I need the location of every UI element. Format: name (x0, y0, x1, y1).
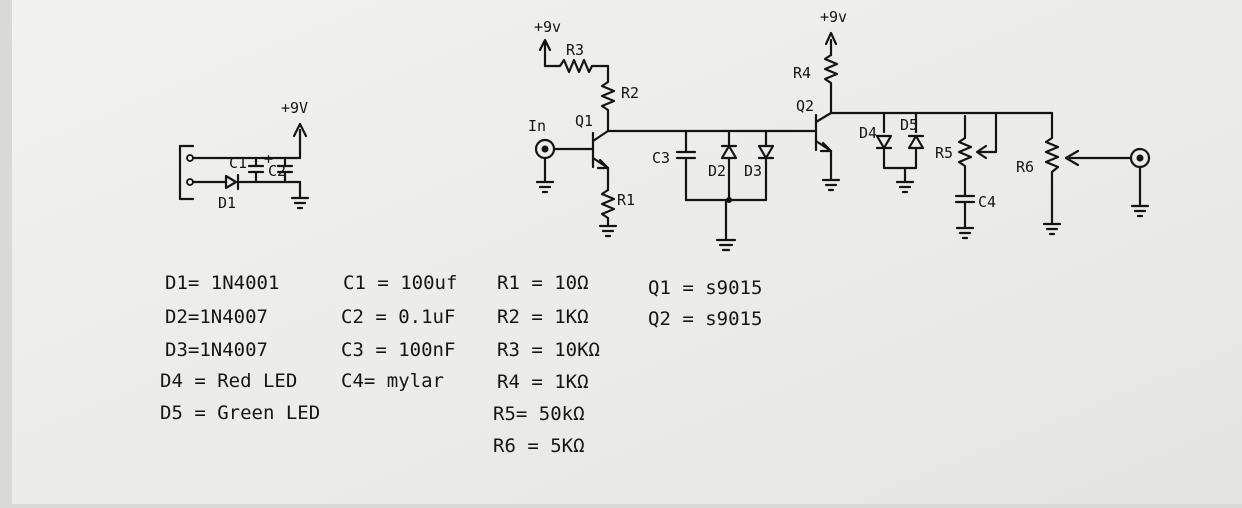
output-stage: Q2 +9v R4 D4 D5 (793, 8, 1151, 240)
bom-col4-row2: Q2 = s9015 (648, 308, 762, 330)
in-label: In (528, 117, 546, 135)
c1-capacitor: + (247, 150, 273, 184)
c3-label: C3 (652, 149, 670, 167)
bom-col3-row6: R6 = 5KΩ (493, 435, 585, 457)
d5-label: D5 (900, 116, 918, 134)
d3-label: D3 (744, 162, 762, 180)
r6-label: R6 (1016, 158, 1034, 176)
dc-jack-bracket (178, 144, 195, 201)
c2-label: C2 (268, 162, 286, 180)
paper (12, 0, 1242, 504)
r3-label: R3 (566, 41, 584, 59)
clipping-section: C3 D2 D3 (652, 129, 775, 252)
bom-col2-row2: C2 = 0.1uF (341, 306, 455, 328)
d4-label: D4 (859, 124, 877, 142)
r3-supply-label: +9v (534, 18, 561, 36)
psu-supply-label: +9V (281, 99, 308, 117)
c3-capacitor (675, 129, 697, 202)
r4-supply-arrow (824, 31, 838, 46)
r5-potentiometer (957, 126, 998, 182)
bom-col3-row2: R2 = 1KΩ (497, 306, 589, 328)
bill-of-materials: D1= 1N4001 D2=1N4007 D3=1N4007 D4 = Red … (160, 272, 762, 457)
d2-diode (720, 129, 738, 202)
c1-label: C1 (229, 154, 247, 172)
psu-supply-arrow (292, 122, 308, 138)
bom-col1-row4: D4 = Red LED (160, 370, 297, 392)
r2-resistor (600, 64, 616, 133)
r2-label: R2 (621, 84, 639, 102)
c4-label: C4 (978, 193, 996, 211)
r4-supply-label: +9v (820, 8, 847, 26)
bom-col3-row4: R4 = 1KΩ (497, 371, 589, 393)
r1-resistor (600, 188, 616, 228)
bom-col1-row5: D5 = Green LED (160, 402, 320, 424)
bom-col3-row5: R5= 50kΩ (493, 403, 585, 425)
bom-col3-row1: R1 = 10Ω (497, 272, 589, 294)
r1-label: R1 (617, 191, 635, 209)
bom-col1-row1: D1= 1N4001 (165, 272, 279, 294)
power-supply-section: + +9V C1 C2 D1 (178, 99, 310, 212)
input-stage: In Q1 +9v R3 R2 R1 (528, 18, 818, 238)
bom-col2-row1: C1 = 100uf (343, 272, 457, 294)
q2-label: Q2 (796, 97, 814, 115)
d3-diode (757, 129, 775, 202)
c4-capacitor (954, 178, 976, 230)
bom-col3-row3: R3 = 10KΩ (497, 339, 600, 361)
r3-resistor (543, 58, 610, 74)
d2-label: D2 (708, 162, 726, 180)
bom-col2-row3: C3 = 100nF (341, 339, 455, 361)
bom-col2-row4: C4= mylar (341, 370, 444, 392)
d1-label: D1 (218, 194, 236, 212)
svg-text:+: + (264, 150, 273, 168)
bom-col1-row3: D3=1N4007 (165, 339, 268, 361)
q2-transistor (814, 111, 833, 153)
r5-label: R5 (935, 144, 953, 162)
c2-capacitor (276, 156, 294, 184)
q1-label: Q1 (575, 112, 593, 130)
r4-label: R4 (793, 64, 811, 82)
bom-col1-row2: D2=1N4007 (165, 306, 268, 328)
r3-supply-arrow (538, 38, 552, 52)
bom-col4-row1: Q1 = s9015 (648, 277, 762, 299)
r4-resistor (823, 53, 839, 115)
r6-potentiometer (1044, 111, 1132, 226)
